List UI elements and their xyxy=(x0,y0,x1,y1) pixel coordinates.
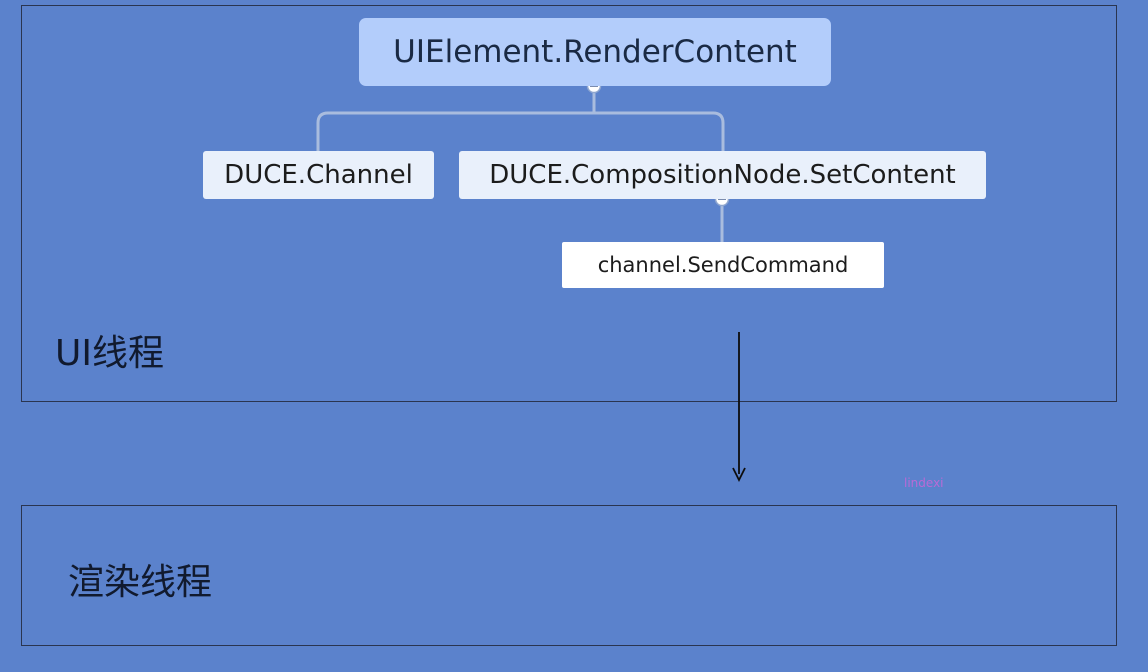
node-duce-channel[interactable]: DUCE.Channel xyxy=(203,151,434,199)
node-label: channel.SendCommand xyxy=(597,253,849,277)
node-label: DUCE.Channel xyxy=(224,160,413,190)
arrow-down-icon xyxy=(732,332,746,483)
node-label: UIElement.RenderContent xyxy=(393,34,797,70)
connector-root-to-setcontent xyxy=(592,111,725,153)
render-thread-region xyxy=(21,505,1117,646)
node-compositionnode-setcontent[interactable]: DUCE.CompositionNode.SetContent xyxy=(459,151,986,199)
connector-root-to-channel xyxy=(316,84,596,153)
node-channel-sendcommand[interactable]: channel.SendCommand xyxy=(562,242,884,288)
watermark: lindexi xyxy=(904,476,944,490)
render-thread-label: 渲染线程 xyxy=(68,562,213,603)
ui-thread-region xyxy=(21,5,1117,402)
node-uielement-rendercontent[interactable]: UIElement.RenderContent xyxy=(359,18,831,86)
ui-thread-label: UI线程 xyxy=(55,333,164,374)
node-label: DUCE.CompositionNode.SetContent xyxy=(489,160,956,190)
